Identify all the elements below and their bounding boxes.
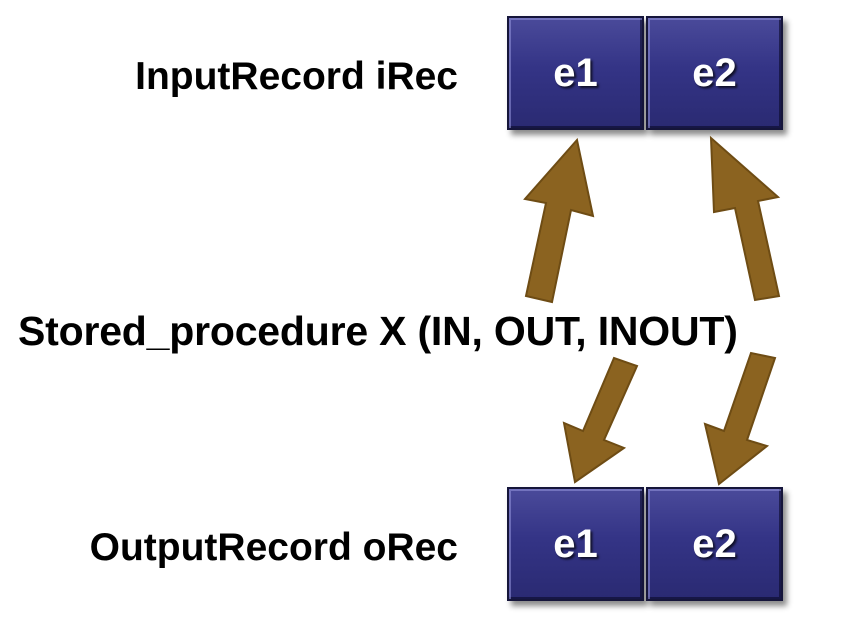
arrow-down-e2 [703, 351, 777, 486]
output-record-field-e1: e1 [507, 487, 644, 601]
output-record-label: OutputRecord oRec [89, 526, 458, 569]
output-record-field-e2: e2 [646, 487, 783, 601]
arrow-up-e2 [709, 135, 781, 302]
input-record: e1 e2 [507, 16, 785, 130]
arrow-up-e1 [523, 137, 595, 304]
input-record-field-e1-text: e1 [553, 50, 598, 95]
input-record-field-e2-text: e2 [692, 50, 737, 95]
output-record: e1 e2 [507, 487, 785, 601]
input-record-field-e2: e2 [646, 16, 783, 130]
arrow-down-e1 [562, 356, 639, 484]
output-record-field-e2-text: e2 [692, 521, 737, 566]
output-record-field-e1-text: e1 [553, 521, 598, 566]
input-record-label: InputRecord iRec [135, 55, 458, 98]
procedure-label: Stored_procedure X (IN, OUT, INOUT) [18, 308, 738, 354]
input-record-field-e1: e1 [507, 16, 644, 130]
